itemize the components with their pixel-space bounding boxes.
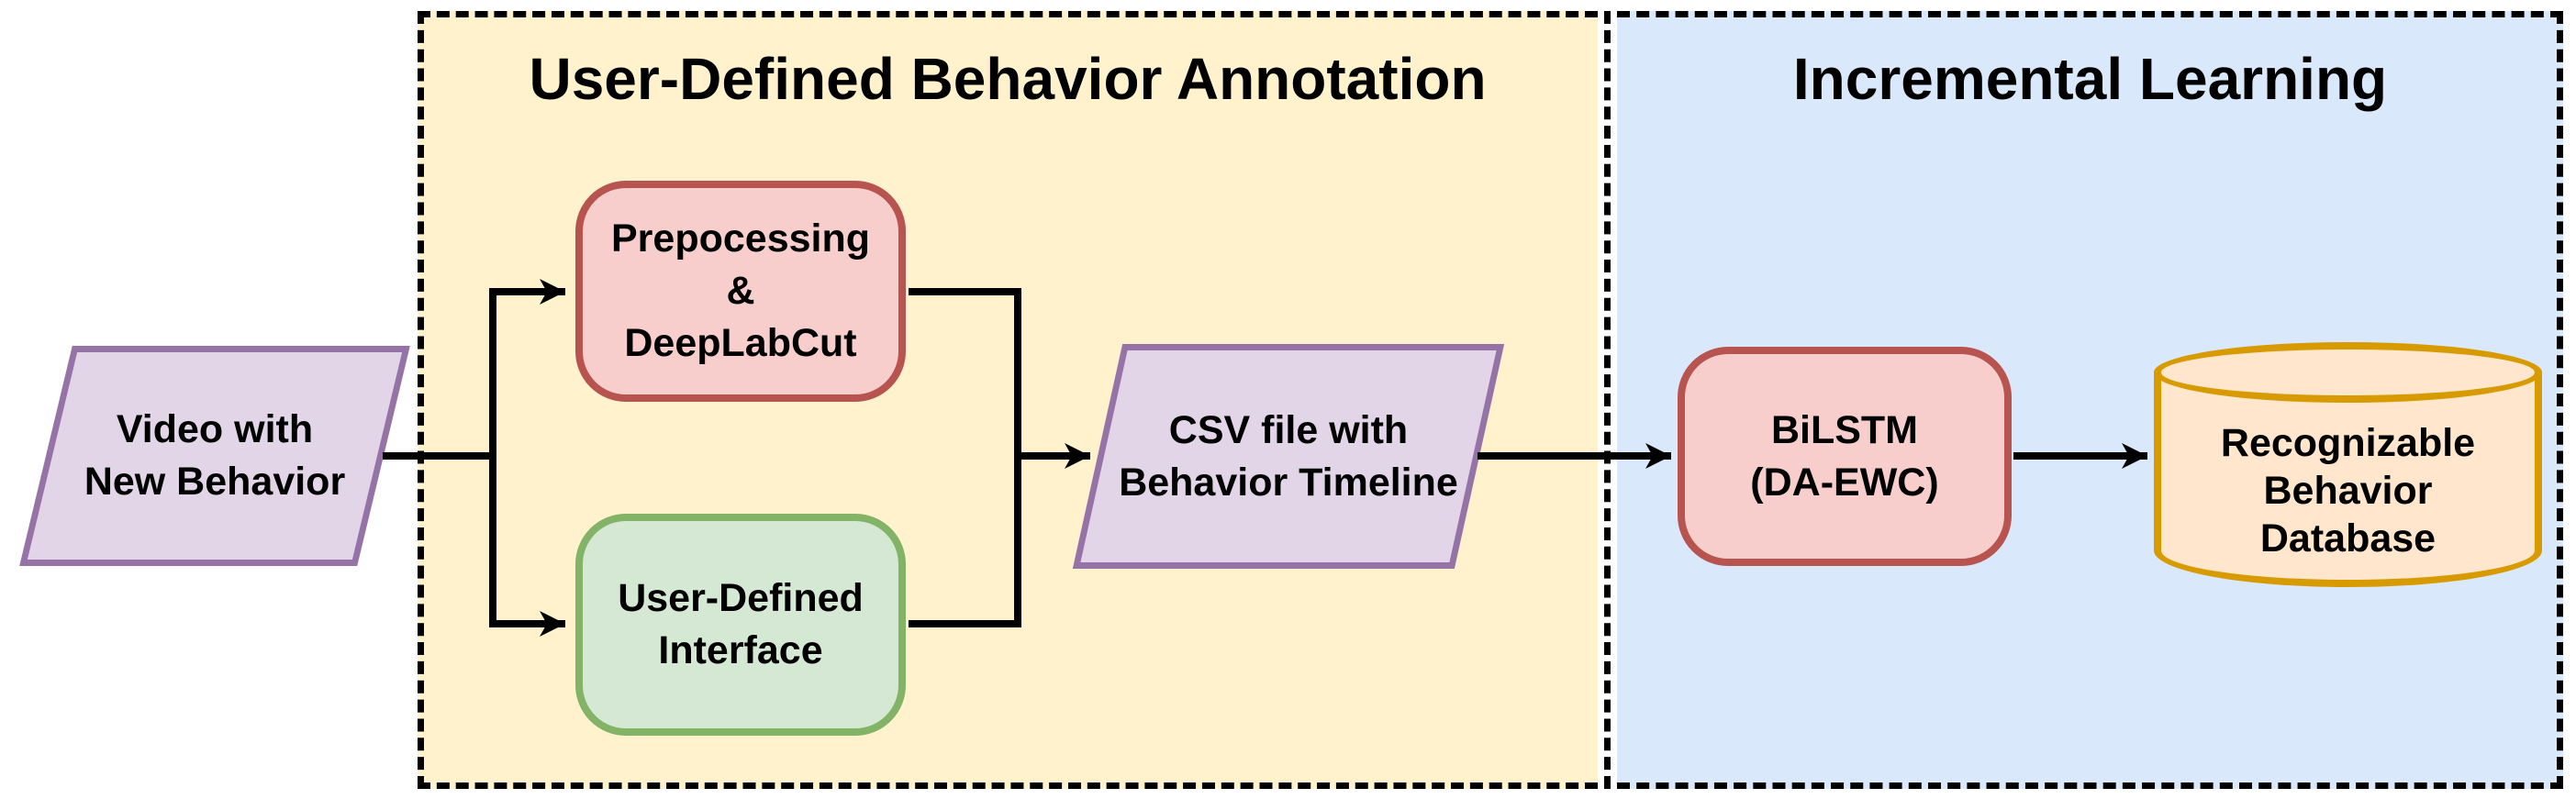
database-label-line2: Behavior: [2263, 468, 2433, 513]
bilstm-label: BiLSTM (DA-EWC): [1750, 405, 1938, 509]
node-recognizable-behavior-database: Recognizable Behavior Database: [2154, 342, 2542, 587]
node-preprocessing-deeplabcut: Prepocessing & DeepLabCut: [575, 181, 906, 402]
annotation-region-title: User-Defined Behavior Annotation: [529, 46, 1487, 112]
csv-label: CSV file with Behavior Timeline: [1119, 405, 1458, 509]
interface-box-shape: [575, 514, 906, 736]
database-cylinder-top: [2154, 342, 2542, 403]
region-divider: [1604, 11, 1611, 789]
bilstm-label-line2: (DA-EWC): [1750, 460, 1939, 505]
csv-label-line2: Behavior Timeline: [1119, 460, 1458, 505]
node-user-defined-interface: User-Defined Interface: [575, 514, 906, 736]
learning-region-title: Incremental Learning: [1792, 46, 2388, 112]
bilstm-box-shape: [1678, 347, 2012, 566]
database-label-line1: Recognizable: [2220, 420, 2476, 465]
node-video-with-new-behavior: Video with New Behavior: [18, 346, 411, 566]
preprocessing-label: Prepocessing & DeepLabCut: [611, 213, 870, 370]
node-bilstm-da-ewc: BiLSTM (DA-EWC): [1678, 347, 2012, 566]
database-label-line3: Database: [2259, 516, 2437, 560]
interface-label-line2: Interface: [658, 628, 823, 672]
preprocessing-label-line2: &: [726, 269, 755, 313]
database-cylinder-body: [2154, 372, 2542, 587]
node-csv-behavior-timeline: CSV file with Behavior Timeline: [1072, 344, 1505, 569]
video-label-line1: Video with: [116, 407, 314, 451]
preprocessing-label-line3: DeepLabCut: [624, 321, 857, 365]
video-label: Video with New Behavior: [84, 404, 345, 508]
database-label: Recognizable Behavior Database: [2154, 399, 2542, 582]
video-label-line2: New Behavior: [84, 460, 346, 504]
interface-label: User-Defined Interface: [618, 572, 864, 677]
preprocessing-label-line1: Prepocessing: [611, 216, 870, 261]
interface-label-line1: User-Defined: [618, 576, 864, 620]
bilstm-label-line1: BiLSTM: [1770, 407, 1919, 452]
csv-label-line1: CSV file with: [1168, 407, 1409, 452]
preprocessing-box-shape: [575, 181, 906, 402]
